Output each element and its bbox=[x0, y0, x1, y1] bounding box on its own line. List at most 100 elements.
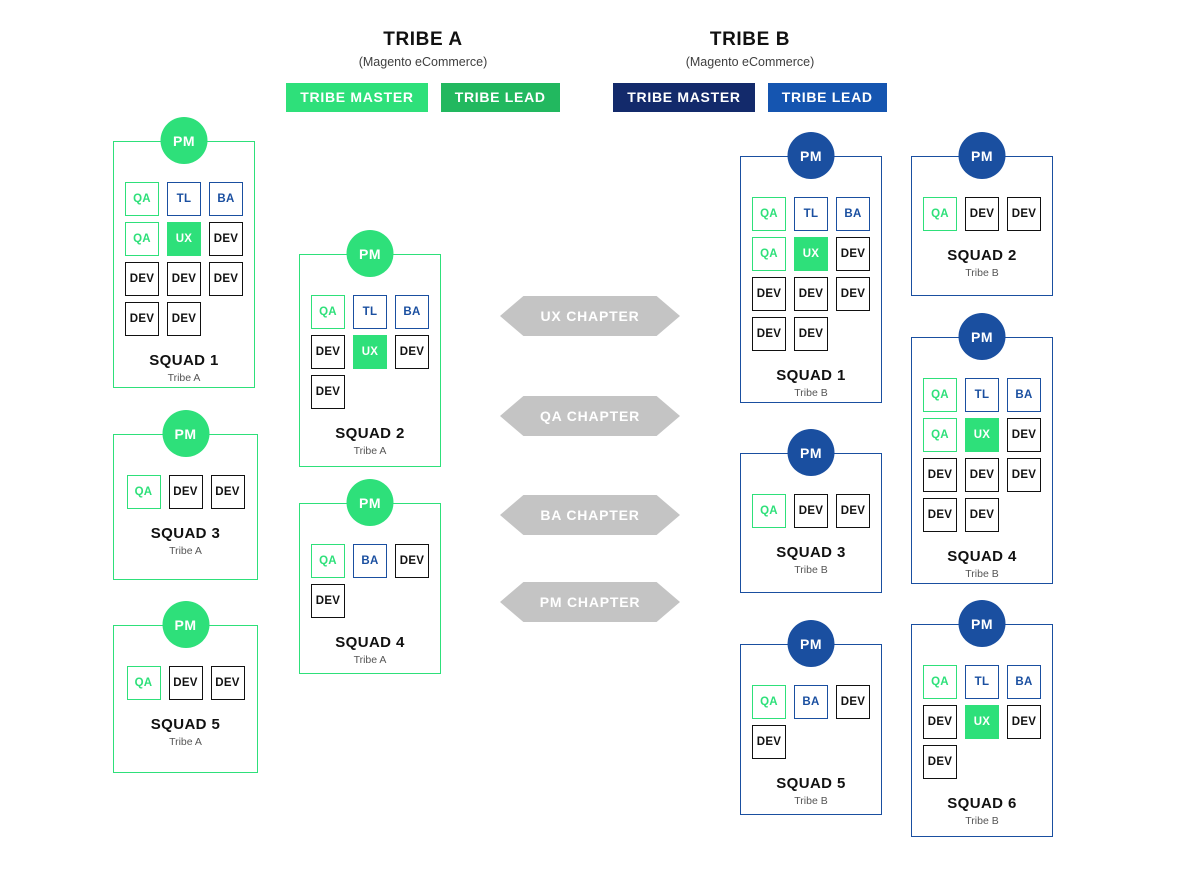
tribe-master-chip[interactable]: TRIBE MASTER bbox=[286, 82, 428, 112]
member-ba[interactable]: BA bbox=[794, 685, 828, 719]
member-qa[interactable]: QA bbox=[126, 666, 161, 700]
member-ux[interactable]: UX bbox=[794, 237, 828, 271]
pm-circle[interactable]: PM bbox=[958, 600, 1006, 647]
member-dev[interactable]: DEV bbox=[395, 335, 429, 369]
squad-name: SQUAD 4 bbox=[947, 548, 1017, 565]
member-tl[interactable]: TL bbox=[965, 378, 999, 412]
member-dev[interactable]: DEV bbox=[965, 197, 999, 231]
member-dev[interactable]: DEV bbox=[168, 666, 203, 700]
member-dev[interactable]: DEV bbox=[836, 494, 870, 528]
member-dev[interactable]: DEV bbox=[752, 725, 786, 759]
member-dev[interactable]: DEV bbox=[1007, 458, 1041, 492]
chapter-arrow-ba[interactable]: BA CHAPTER bbox=[500, 495, 680, 535]
pm-circle[interactable]: PM bbox=[787, 429, 835, 476]
member-tl[interactable]: TL bbox=[167, 182, 201, 216]
member-ux[interactable]: UX bbox=[965, 418, 999, 452]
member-dev[interactable]: DEV bbox=[210, 666, 245, 700]
member-dev[interactable]: DEV bbox=[210, 475, 245, 509]
pm-circle[interactable]: PM bbox=[346, 230, 394, 277]
member-qa[interactable]: QA bbox=[752, 237, 786, 271]
pm-circle[interactable]: PM bbox=[162, 410, 209, 457]
pm-circle[interactable]: PM bbox=[162, 601, 209, 648]
tribe-subtitle: (Magento eCommerce) bbox=[358, 54, 488, 69]
member-qa[interactable]: QA bbox=[126, 475, 161, 509]
member-ux[interactable]: UX bbox=[965, 705, 999, 739]
member-ux[interactable]: UX bbox=[167, 222, 201, 256]
chapter-arrow-qa[interactable]: QA CHAPTER bbox=[500, 396, 680, 436]
member-dev[interactable]: DEV bbox=[923, 458, 957, 492]
member-dev[interactable]: DEV bbox=[1007, 705, 1041, 739]
member-qa[interactable]: QA bbox=[923, 665, 957, 699]
member-ba[interactable]: BA bbox=[1007, 665, 1041, 699]
member-dev[interactable]: DEV bbox=[836, 685, 870, 719]
member-tl[interactable]: TL bbox=[965, 665, 999, 699]
squad-tribe-label: Tribe A bbox=[353, 654, 387, 666]
member-dev[interactable]: DEV bbox=[209, 262, 243, 296]
member-dev[interactable]: DEV bbox=[311, 584, 345, 618]
member-dev[interactable]: DEV bbox=[168, 475, 203, 509]
member-qa[interactable]: QA bbox=[752, 685, 786, 719]
member-dev[interactable]: DEV bbox=[311, 375, 345, 409]
member-ba[interactable]: BA bbox=[209, 182, 243, 216]
member-dev[interactable]: DEV bbox=[965, 498, 999, 532]
pm-circle[interactable]: PM bbox=[787, 132, 835, 179]
member-tl[interactable]: TL bbox=[353, 295, 387, 329]
pm-circle[interactable]: PM bbox=[346, 479, 394, 526]
member-qa[interactable]: QA bbox=[923, 378, 957, 412]
tribe-lead-chip[interactable]: TRIBE LEAD bbox=[767, 82, 887, 112]
member-dev[interactable]: DEV bbox=[167, 262, 201, 296]
member-dev[interactable]: DEV bbox=[752, 277, 786, 311]
chapter-arrow-pm[interactable]: PM CHAPTER bbox=[500, 582, 680, 622]
pm-circle[interactable]: PM bbox=[160, 117, 208, 164]
member-qa[interactable]: QA bbox=[923, 418, 957, 452]
member-dev[interactable]: DEV bbox=[923, 705, 957, 739]
member-qa[interactable]: QA bbox=[923, 197, 957, 231]
member-qa[interactable]: QA bbox=[311, 295, 345, 329]
member-qa[interactable]: QA bbox=[311, 544, 345, 578]
chapter-arrow-ux[interactable]: UX CHAPTER bbox=[500, 296, 680, 336]
member-qa[interactable]: QA bbox=[125, 222, 159, 256]
member-dev[interactable]: DEV bbox=[125, 262, 159, 296]
member-dev[interactable]: DEV bbox=[794, 277, 828, 311]
tribe-lead-chip[interactable]: TRIBE LEAD bbox=[440, 82, 560, 112]
member-dev[interactable]: DEV bbox=[965, 458, 999, 492]
member-qa[interactable]: QA bbox=[752, 494, 786, 528]
member-dev[interactable]: DEV bbox=[395, 544, 429, 578]
member-dev[interactable]: DEV bbox=[1007, 418, 1041, 452]
member-tl[interactable]: TL bbox=[794, 197, 828, 231]
member-dev[interactable]: DEV bbox=[836, 237, 870, 271]
member-dev[interactable]: DEV bbox=[125, 302, 159, 336]
member-dev[interactable]: DEV bbox=[167, 302, 201, 336]
member-qa[interactable]: QA bbox=[125, 182, 159, 216]
member-dev[interactable]: DEV bbox=[209, 222, 243, 256]
pm-circle[interactable]: PM bbox=[958, 132, 1006, 179]
member-ux[interactable]: UX bbox=[353, 335, 387, 369]
pm-circle[interactable]: PM bbox=[787, 620, 835, 667]
member-qa[interactable]: QA bbox=[752, 197, 786, 231]
member-dev[interactable]: DEV bbox=[752, 317, 786, 351]
member-ba[interactable]: BA bbox=[836, 197, 870, 231]
member-dev[interactable]: DEV bbox=[794, 317, 828, 351]
tribe-role-chips: TRIBE MASTER TRIBE LEAD bbox=[286, 82, 560, 112]
member-dev[interactable]: DEV bbox=[836, 277, 870, 311]
member-dev[interactable]: DEV bbox=[1007, 197, 1041, 231]
member-dev[interactable]: DEV bbox=[311, 335, 345, 369]
member-dev[interactable]: DEV bbox=[923, 745, 957, 779]
member-dev[interactable]: DEV bbox=[923, 498, 957, 532]
member-dev[interactable]: DEV bbox=[794, 494, 828, 528]
member-ba[interactable]: BA bbox=[1007, 378, 1041, 412]
member-ba[interactable]: BA bbox=[395, 295, 429, 329]
pm-circle[interactable]: PM bbox=[958, 313, 1006, 360]
member-ba[interactable]: BA bbox=[353, 544, 387, 578]
tribe-master-chip[interactable]: TRIBE MASTER bbox=[613, 82, 755, 112]
